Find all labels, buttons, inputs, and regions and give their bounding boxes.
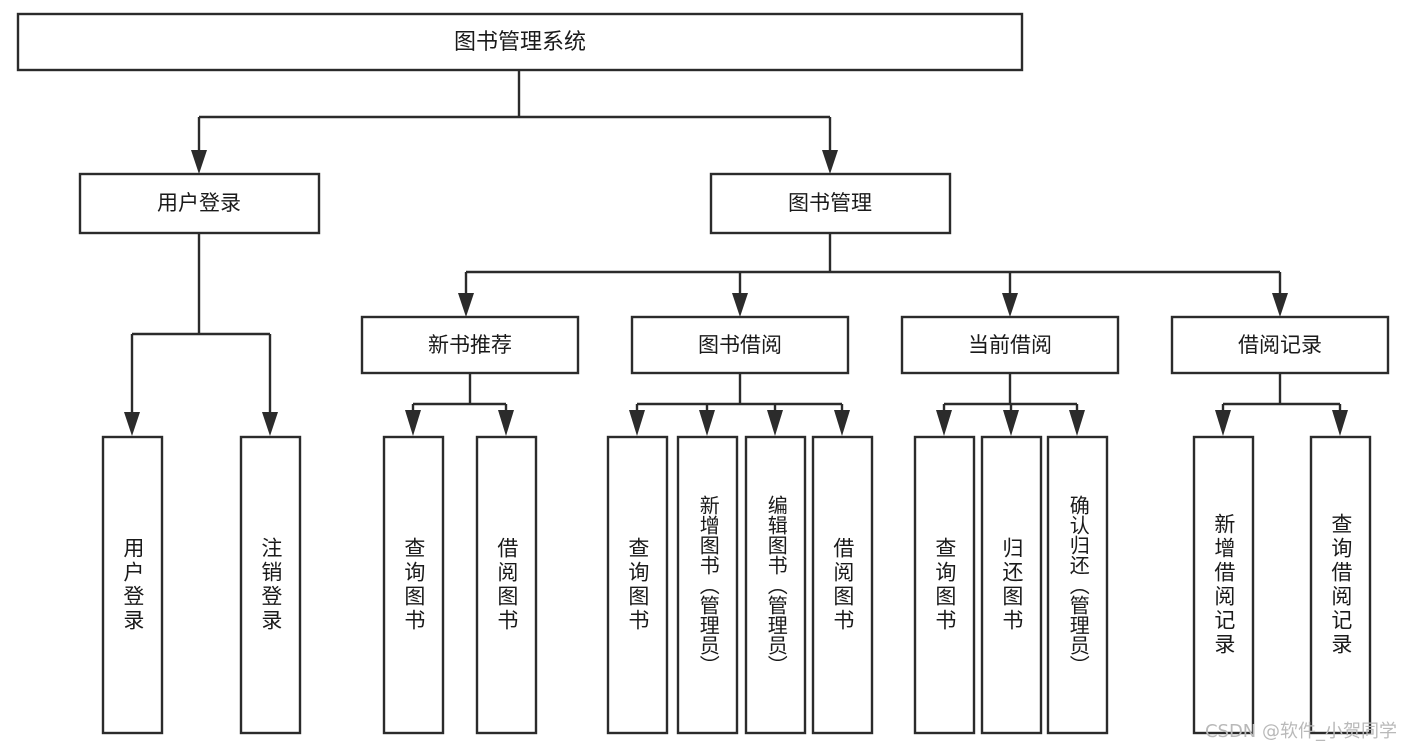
arrow-head-book-manage (822, 150, 838, 174)
node-new-book-recommend[interactable] (360, 315, 580, 375)
arrow-head-leaf-edit-book (767, 410, 783, 436)
node-borrow-record[interactable] (1170, 315, 1390, 375)
node-leaf-query-book-2[interactable] (606, 435, 669, 735)
arrow-head-leaf-add-record (1215, 410, 1231, 436)
node-leaf-add-book[interactable] (676, 435, 739, 735)
node-leaf-query-book-1[interactable] (382, 435, 445, 735)
node-current-borrow-label: 当前借阅 (968, 333, 1052, 357)
node-root[interactable] (16, 12, 1024, 72)
node-current-borrow[interactable] (900, 315, 1120, 375)
arrow-head-leaf-query-book-3 (936, 410, 952, 436)
arrow-head-leaf-logout-login (262, 412, 278, 436)
node-leaf-edit-book[interactable] (744, 435, 807, 735)
node-user-login[interactable] (78, 172, 321, 235)
node-leaf-return-book[interactable] (980, 435, 1043, 735)
node-borrow-record-label: 借阅记录 (1238, 333, 1322, 357)
arrow-head-user-login (191, 150, 207, 174)
arrow-head-leaf-add-book (699, 410, 715, 436)
node-leaf-confirm-return[interactable] (1046, 435, 1109, 735)
csdn-watermark: CSDN @软件_小贺同学 (1204, 721, 1397, 742)
node-leaf-borrow-book-1[interactable] (475, 435, 538, 735)
node-new-book-recommend-label: 新书推荐 (428, 333, 512, 357)
node-leaf-user-login[interactable] (101, 435, 164, 735)
arrow-head-leaf-return-book (1003, 410, 1019, 436)
node-leaf-add-record[interactable] (1192, 435, 1255, 735)
arrow-head-leaf-query-book-2 (629, 410, 645, 436)
arrow-head-leaf-query-book-1 (405, 410, 421, 436)
node-root-label: 图书管理系统 (454, 30, 586, 55)
node-leaf-logout-login[interactable] (239, 435, 302, 735)
connector-layer (124, 70, 1348, 436)
node-book-borrow[interactable] (630, 315, 850, 375)
arrow-head-book-borrow (732, 293, 748, 317)
arrow-head-new-book-recommend (458, 293, 474, 317)
node-book-manage[interactable] (709, 172, 952, 235)
arrow-head-leaf-borrow-book-1 (498, 410, 514, 436)
node-book-borrow-label: 图书借阅 (698, 333, 782, 357)
node-layer: 图书管理系统 用户登录 图书管理 新书推荐 图书借阅 当前借阅 借阅记录 (16, 12, 1390, 735)
arrow-head-leaf-query-record (1332, 410, 1348, 436)
arrow-head-leaf-confirm-return (1069, 410, 1085, 436)
node-book-manage-label: 图书管理 (788, 191, 872, 215)
arrow-head-borrow-record (1272, 293, 1288, 317)
node-leaf-borrow-book-2[interactable] (811, 435, 874, 735)
arrow-head-leaf-borrow-book-2 (834, 410, 850, 436)
node-user-login-label: 用户登录 (157, 191, 241, 215)
node-leaf-query-book-3[interactable] (913, 435, 976, 735)
arrow-head-leaf-user-login (124, 412, 140, 436)
arrow-head-current-borrow (1002, 293, 1018, 317)
node-leaf-query-record[interactable] (1309, 435, 1372, 735)
